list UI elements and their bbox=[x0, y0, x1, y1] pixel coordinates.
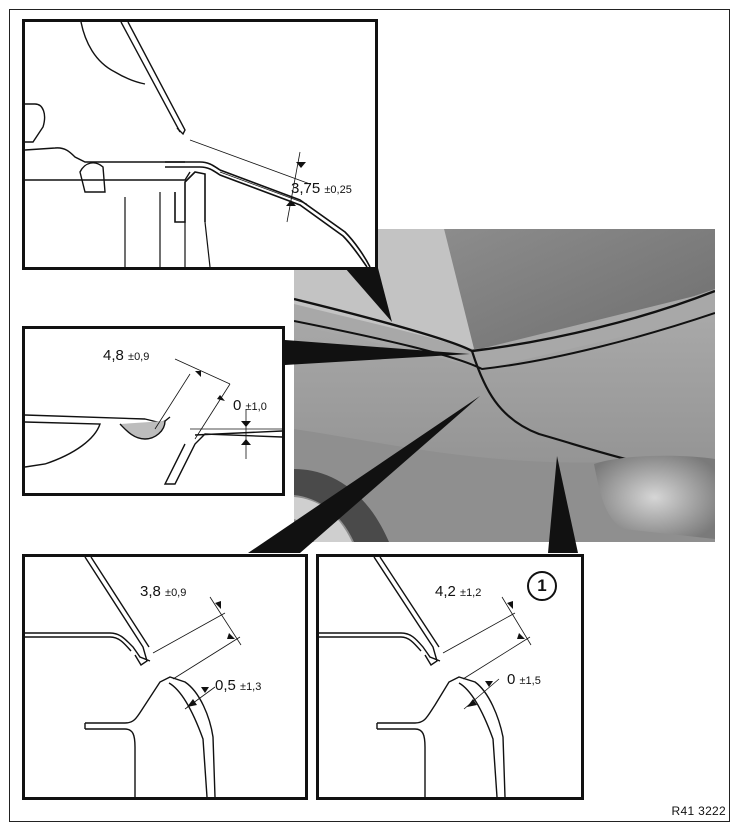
dim-middle-gap-value: 4,8 bbox=[103, 347, 124, 364]
dim-top-tolerance: ±0,25 bbox=[324, 184, 352, 196]
dim-br-flush-value: 0 bbox=[507, 671, 516, 688]
dim-br-flush: 0 ±1,5 bbox=[507, 671, 541, 688]
dim-middle-gap-tolerance: ±0,9 bbox=[128, 351, 150, 363]
figure-frame bbox=[9, 9, 730, 822]
dim-br-gap: 4,2 ±1,2 bbox=[435, 583, 481, 600]
detail-panel-top: 3,75 ±0,25 bbox=[22, 19, 378, 270]
figure-reference: R41 3222 bbox=[671, 804, 726, 818]
dim-br-flush-tolerance: ±1,5 bbox=[519, 675, 541, 687]
dim-top-value: 3,75 bbox=[291, 180, 321, 197]
dim-bl-gap-tolerance: ±0,9 bbox=[165, 587, 187, 599]
dim-bl-flush-tolerance: ±1,3 bbox=[240, 681, 262, 693]
detail-panel-middle: 4,8 ±0,9 0 ±1,0 bbox=[22, 326, 285, 496]
dim-middle-gap: 4,8 ±0,9 bbox=[103, 347, 149, 364]
dim-middle-flush-value: 0 bbox=[233, 397, 242, 414]
dim-top: 3,75 ±0,25 bbox=[291, 180, 352, 197]
callout-number: 1 bbox=[527, 571, 557, 601]
dim-middle-flush: 0 ±1,0 bbox=[233, 397, 267, 414]
dim-br-gap-value: 4,2 bbox=[435, 583, 456, 600]
detail-panel-bottom-right: 1 4,2 ±1,2 0 ±1,5 bbox=[316, 554, 584, 800]
dim-bl-flush-value: 0,5 bbox=[215, 677, 236, 694]
detail-panel-bottom-left: 3,8 ±0,9 0,5 ±1,3 bbox=[22, 554, 308, 800]
dim-bl-flush: 0,5 ±1,3 bbox=[215, 677, 261, 694]
dim-middle-flush-tolerance: ±1,0 bbox=[245, 401, 267, 413]
dim-bl-gap: 3,8 ±0,9 bbox=[140, 583, 186, 600]
dim-br-gap-tolerance: ±1,2 bbox=[460, 587, 482, 599]
dim-bl-gap-value: 3,8 bbox=[140, 583, 161, 600]
